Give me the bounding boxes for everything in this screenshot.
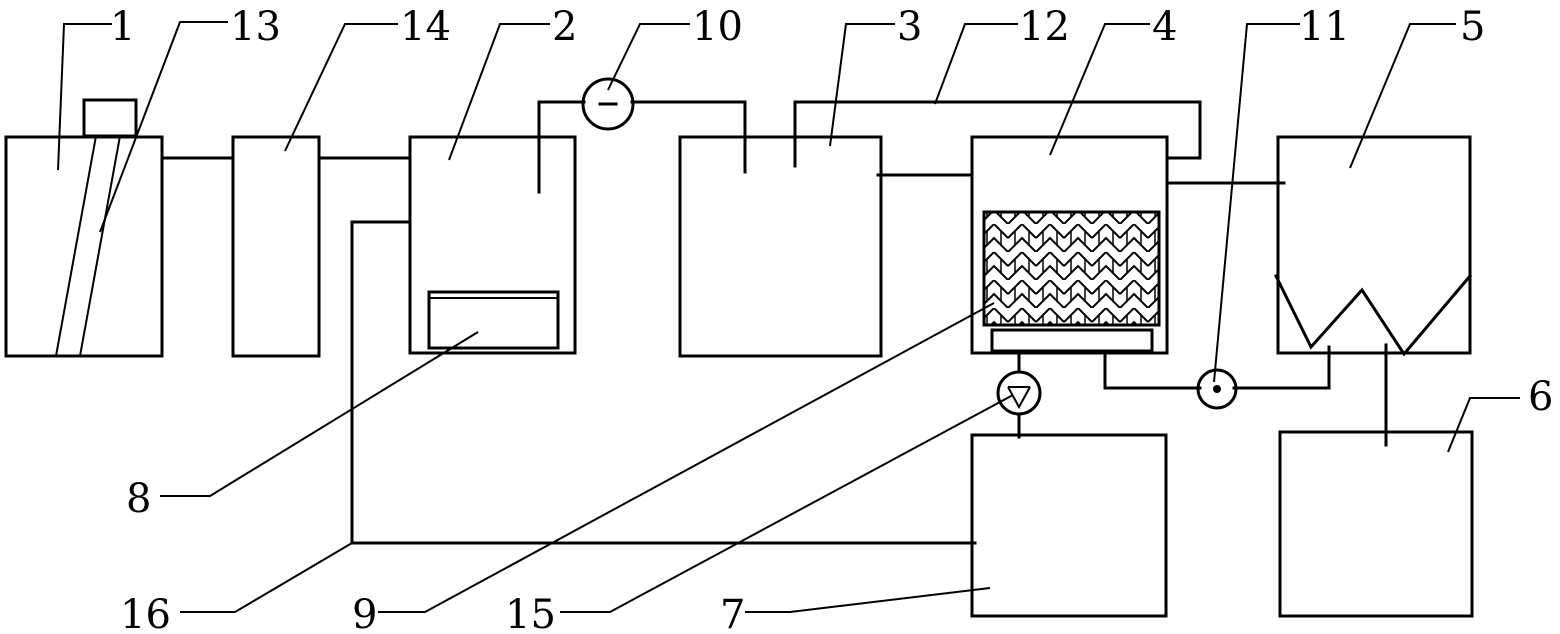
unit-15-valve [996, 370, 1042, 416]
unit-1-tank [4, 98, 164, 358]
unit-5-settler [1273, 135, 1473, 357]
unit-8-plate [427, 290, 560, 350]
leader-lines [57, 21, 1520, 613]
label-9: 9 [352, 592, 377, 634]
label-13: 13 [230, 4, 281, 50]
unit-9-packing [982, 210, 1161, 327]
unit-2-tank [408, 135, 577, 355]
label-7: 7 [720, 592, 745, 634]
label-1: 1 [110, 4, 135, 50]
label-14: 14 [400, 4, 451, 50]
unit-6-tank [1278, 430, 1474, 618]
unit-11-pump [1196, 368, 1238, 410]
label-11: 11 [1299, 4, 1350, 50]
unit-14-box [231, 135, 321, 358]
unit-4-tank [970, 135, 1169, 355]
label-4: 4 [1152, 4, 1177, 50]
callout-labels: 1 13 14 2 10 3 12 4 11 5 6 8 16 9 15 7 [110, 4, 1553, 634]
label-3: 3 [897, 4, 922, 50]
label-5: 5 [1460, 4, 1485, 50]
label-6: 6 [1528, 374, 1553, 420]
unit-3-tank [678, 135, 883, 358]
label-12: 12 [1019, 4, 1070, 50]
label-2: 2 [552, 4, 577, 50]
label-16: 16 [120, 592, 171, 634]
pipes [160, 100, 1388, 545]
unit-7-tank [970, 433, 1168, 618]
unit-10-pump [581, 77, 635, 131]
label-10: 10 [692, 4, 743, 50]
label-15: 15 [505, 592, 556, 634]
label-8: 8 [126, 476, 151, 522]
